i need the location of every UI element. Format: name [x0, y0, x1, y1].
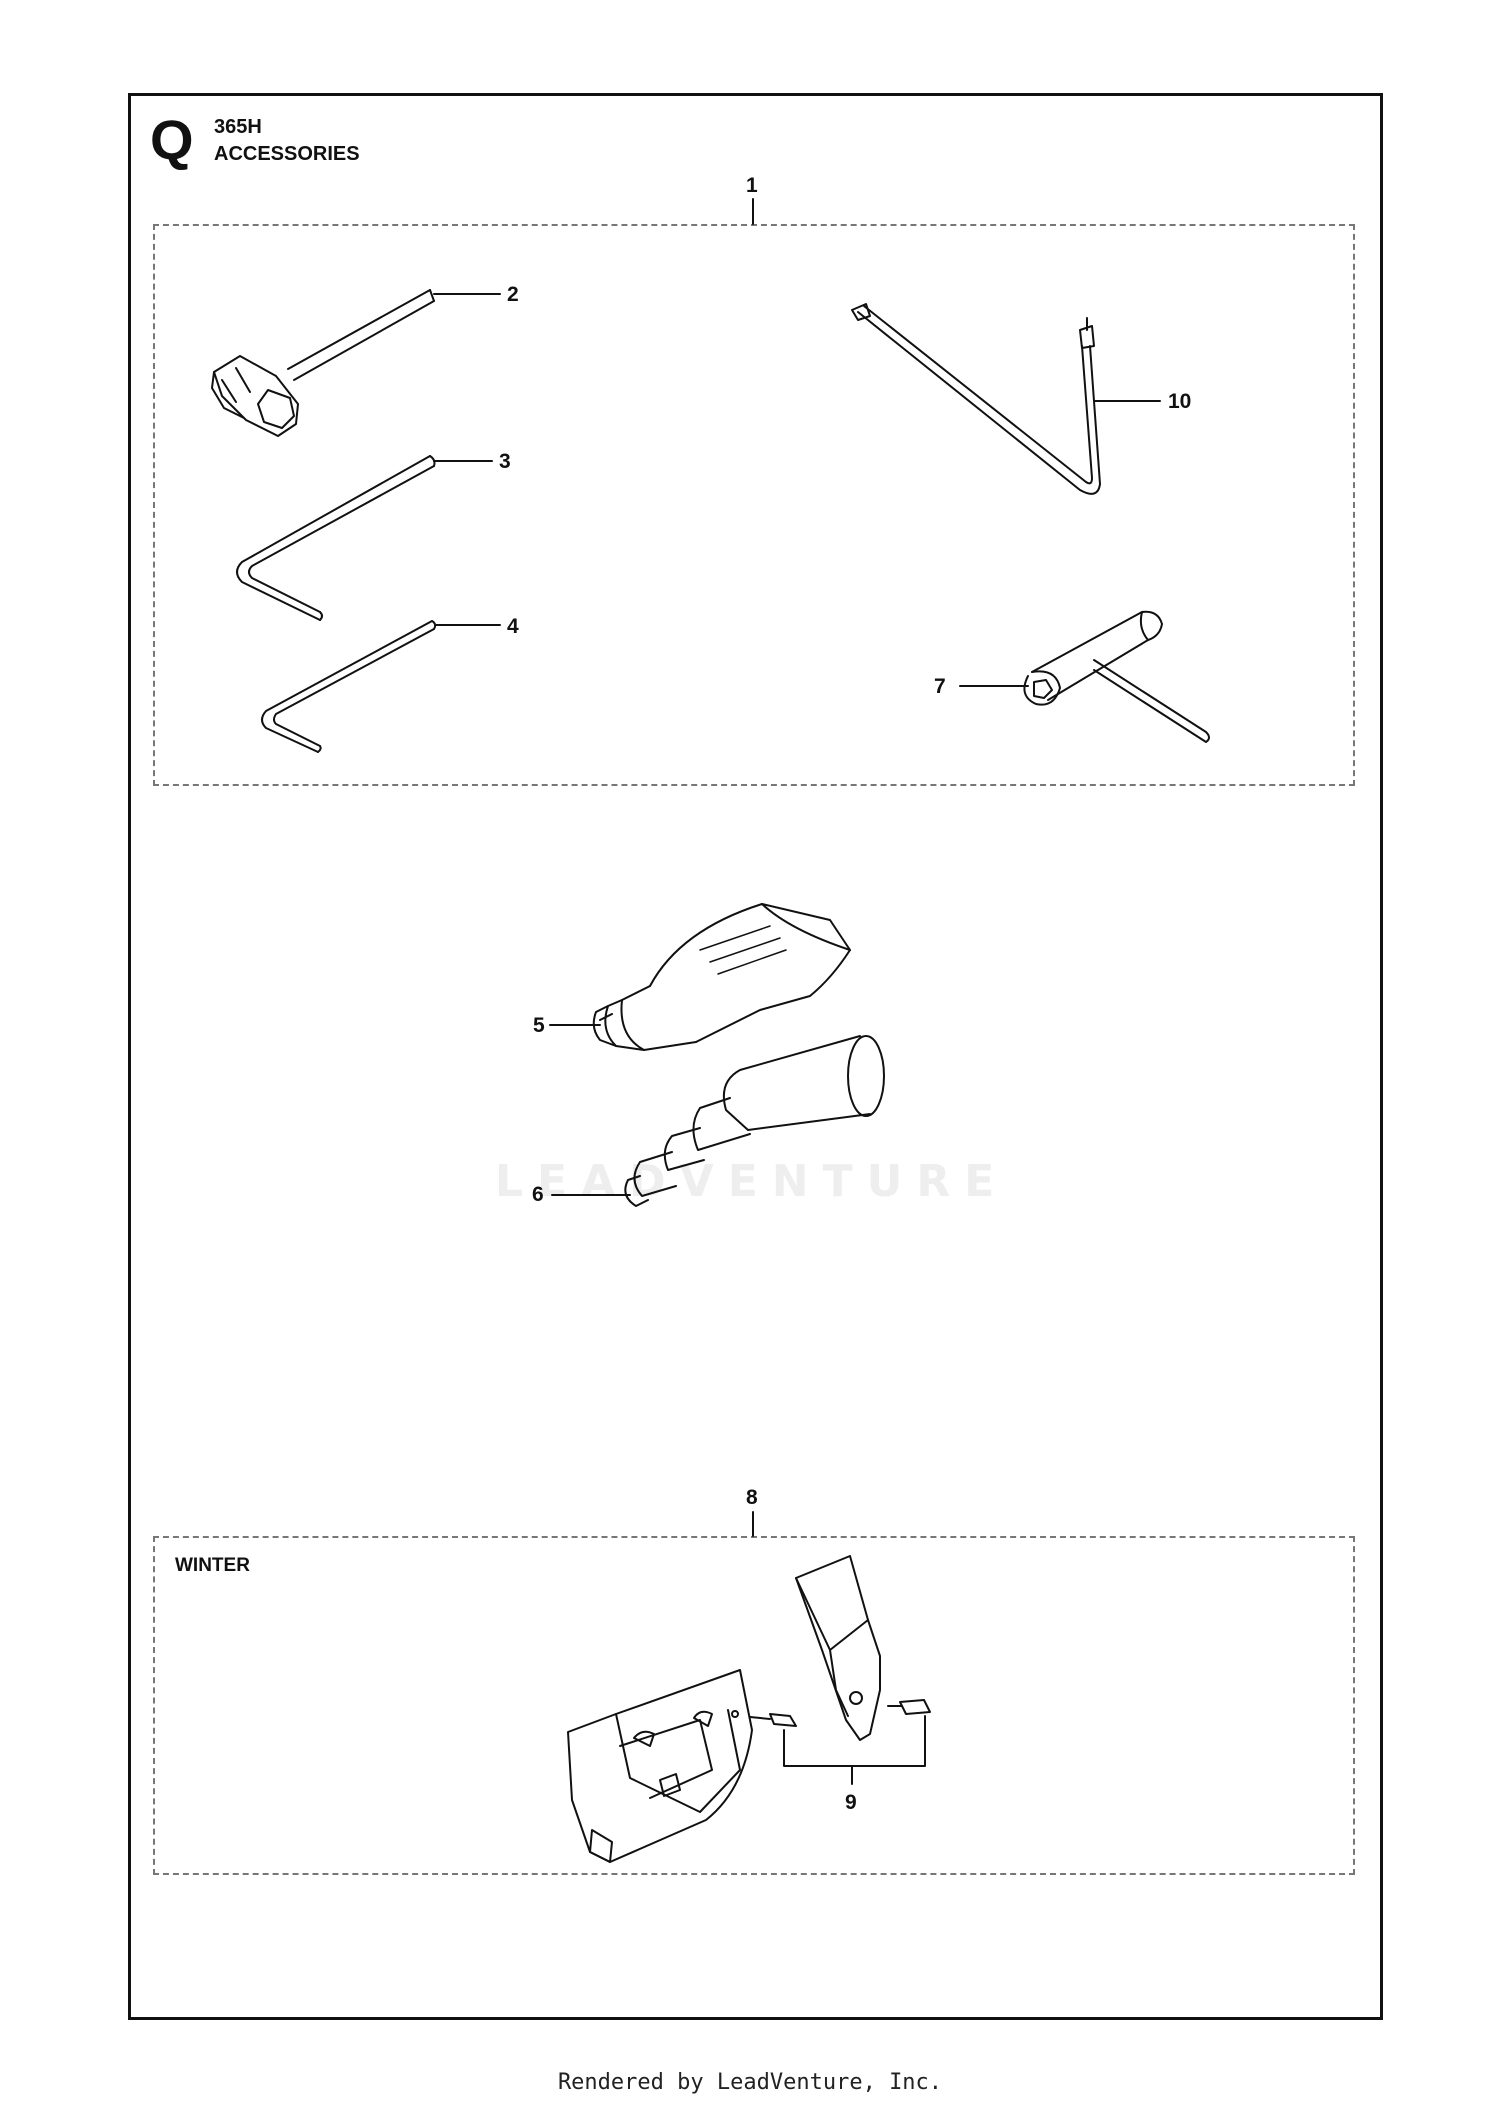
callout-9: 9	[845, 1791, 857, 1814]
torx-key-10	[851, 303, 1161, 495]
callout-2: 2	[507, 283, 519, 306]
callout-10: 10	[1168, 390, 1192, 413]
callout-1: 1	[746, 174, 758, 197]
spark-plug-spanner-7	[959, 610, 1210, 743]
model-number: 365H	[214, 116, 262, 138]
combination-spanner-2	[211, 289, 501, 437]
winter-cover-9	[749, 1555, 931, 1785]
callout-4: 4	[507, 615, 519, 638]
callout-8: 8	[746, 1486, 758, 1509]
saw-body-panel-8	[567, 1669, 753, 1863]
section-letter: Q	[150, 108, 194, 171]
callout-5: 5	[533, 1014, 545, 1037]
footer-credit: Rendered by LeadVenture, Inc.	[557, 2070, 943, 2095]
section-title: ACCESSORIES	[214, 143, 360, 165]
hex-key-4	[261, 620, 501, 753]
callout-7: 7	[934, 675, 946, 698]
winter-group-label: WINTER	[175, 1555, 250, 1576]
tool-kit-group-box	[153, 224, 1355, 786]
hex-key-3	[236, 455, 493, 621]
callout-3: 3	[499, 450, 511, 473]
watermark: LEADVENTURE	[495, 1156, 1009, 1207]
grease-gun-6	[551, 1035, 885, 1207]
diagram-frame	[128, 93, 1383, 2020]
grease-tube-5	[549, 903, 851, 1051]
winter-kit-group-box	[153, 1536, 1355, 1875]
callout-6: 6	[532, 1183, 544, 1206]
